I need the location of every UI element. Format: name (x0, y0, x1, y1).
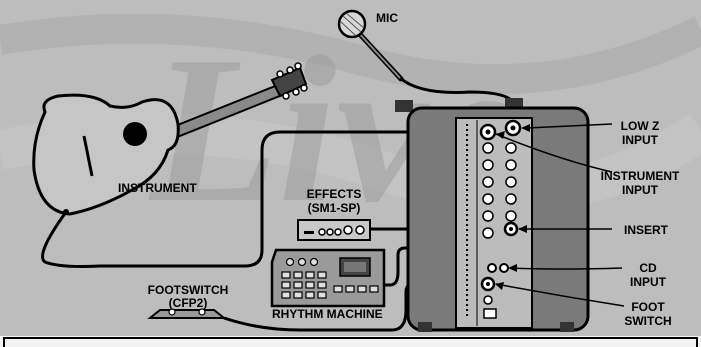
label-insert: INSERT (624, 223, 669, 237)
label-instrument-input-1: INSTRUMENT (601, 169, 680, 183)
rhythm-machine (270, 248, 386, 308)
label-foot-switch-2: SWITCH (624, 314, 671, 328)
label-low-z-2: INPUT (622, 133, 659, 147)
microphone (337, 9, 404, 82)
label-effects-1: EFFECTS (307, 187, 362, 201)
label-effects-2: (SM1-SP) (308, 201, 361, 215)
label-low-z-1: LOW Z (621, 119, 660, 133)
label-instrument-input-2: INPUT (622, 183, 659, 197)
label-cd-2: INPUT (630, 275, 667, 289)
bottom-panel (0, 336, 701, 347)
effects-unit (297, 219, 371, 241)
label-footswitch-2: (CFP2) (169, 296, 208, 310)
label-cd-1: CD (639, 261, 657, 275)
cd-jack-right (499, 263, 509, 273)
leader-lines (495, 123, 625, 307)
label-instrument: INSTRUMENT (118, 181, 197, 195)
labels: MIC INSTRUMENT EFFECTS (SM1-SP) RHYTHM M… (118, 11, 680, 328)
amplifier (395, 98, 590, 332)
footswitch (147, 308, 227, 319)
guitar (32, 62, 308, 216)
cd-jack-left (487, 263, 497, 273)
label-rhythm-machine: RHYTHM MACHINE (272, 307, 383, 321)
leader-arrowheads (495, 124, 530, 290)
jacks (479, 119, 522, 319)
control-knobs (482, 142, 517, 239)
guitar-cable (41, 130, 490, 268)
power-switch (483, 308, 497, 319)
label-footswitch-1: FOOTSWITCH (148, 283, 229, 297)
label-mic: MIC (376, 11, 398, 25)
label-foot-switch-1: FOOT (631, 300, 665, 314)
